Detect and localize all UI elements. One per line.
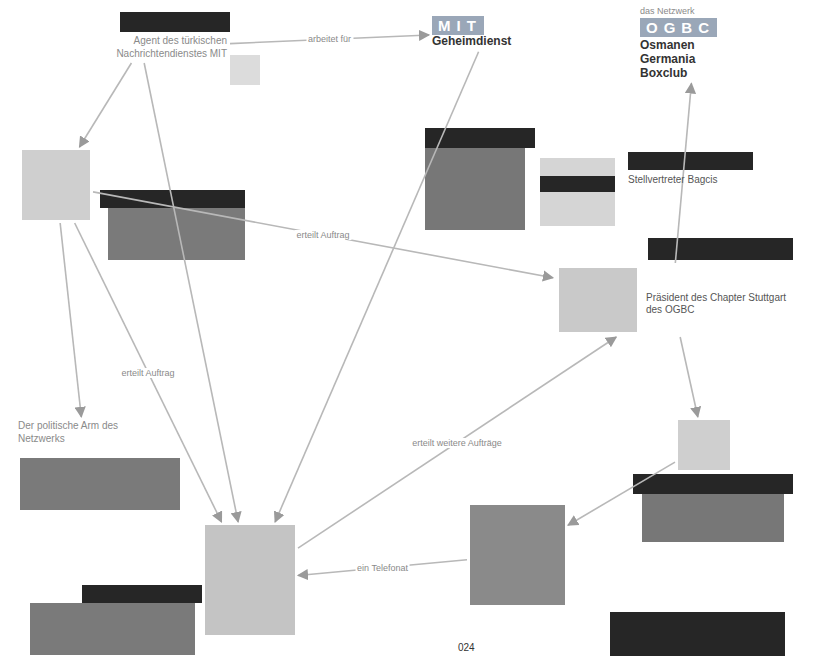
network-node: Der politische Arm des Netzwerks [18, 420, 148, 445]
redaction-bar [633, 474, 793, 494]
redaction-bar [540, 176, 615, 192]
edge-label: erteilt weitere Aufträge [410, 438, 504, 448]
photo [230, 55, 260, 85]
photo [559, 268, 637, 332]
node-text: OGBC [640, 18, 717, 37]
connector [60, 223, 81, 417]
connector [298, 560, 467, 576]
node-text: MIT [432, 16, 484, 35]
connector [79, 63, 131, 147]
redaction-bar [628, 152, 753, 170]
connector [275, 52, 479, 522]
connector [93, 192, 553, 278]
node-text: Osmanen Germania Boxclub [640, 39, 720, 80]
redaction-bar [610, 612, 785, 656]
network-node: Präsident des Chapter Stuttgart des OGBC [556, 266, 788, 334]
redaction-bar [120, 12, 230, 32]
connector [144, 63, 238, 522]
edge-label: erteilt Auftrag [120, 368, 177, 378]
photo-node [22, 150, 90, 220]
redaction-block [425, 148, 525, 230]
redaction-block [642, 494, 784, 542]
network-node: Agent des türkischen Nachrichtendienstes… [55, 35, 227, 60]
connector [568, 462, 675, 525]
node-text: Präsident des Chapter Stuttgart des OGBC [646, 292, 788, 316]
page-number: 024 [458, 642, 475, 653]
node-text: Stellvertreter Bagcis [628, 174, 768, 185]
redaction-block [20, 458, 180, 510]
connector [75, 223, 222, 522]
photo [540, 158, 615, 226]
redaction-block [30, 603, 195, 655]
node-text: Agent des türkischen Nachrichtendienstes… [55, 35, 227, 60]
connector [230, 35, 429, 44]
redaction-bar [82, 585, 202, 603]
connector [680, 337, 698, 417]
node-text: Geheimdienst [432, 35, 542, 49]
network-node: MITGeheimdienst [432, 16, 542, 49]
connector [675, 83, 691, 263]
node-text: Der politische Arm des Netzwerks [18, 420, 148, 445]
photo-node [470, 505, 565, 605]
edge-label: arbeitet für [306, 34, 353, 44]
photo-node [205, 525, 295, 635]
connector [298, 337, 616, 548]
edge-label: erteilt Auftrag [294, 230, 351, 240]
redaction-bar [648, 238, 793, 260]
node-text: das Netzwerk [640, 6, 750, 16]
photo-node [678, 420, 730, 470]
edge-label: ein Telefonat [355, 563, 410, 573]
network-node: Stellvertreter Bagcis [628, 174, 768, 185]
network-node: das NetzwerkOGBC Osmanen Germania Boxclub [640, 6, 750, 80]
